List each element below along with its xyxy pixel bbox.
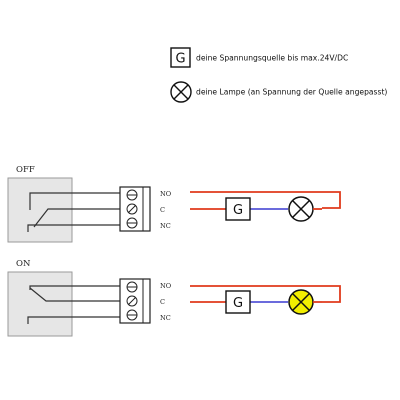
generator-symbol-box: [170, 47, 191, 68]
screw-icon: [126, 189, 138, 201]
screw-icon: [126, 309, 138, 321]
screw-icon: [126, 295, 138, 307]
screw-icon: [126, 217, 138, 229]
generator-icon: G: [175, 52, 185, 67]
terminal-label-c: C: [160, 206, 165, 214]
legend-lamp: deine Lampe (an Spannung der Quelle ange…: [170, 81, 387, 103]
wire-no: [190, 191, 341, 209]
screw-icon: [126, 281, 138, 293]
generator-icon: G: [233, 296, 243, 311]
generator-icon: G: [233, 203, 243, 218]
terminal-block: [119, 278, 151, 324]
circuit-off: OFF NO C NC: [7, 165, 341, 243]
generator-box: [225, 197, 251, 221]
relay-switch-on: [27, 285, 120, 324]
lamp-on-icon: [288, 289, 314, 315]
terminal-label-nc: NC: [160, 222, 171, 230]
terminal-label-no: NO: [160, 282, 172, 290]
legend: G deine Spannungsquelle bis max.24V/DC d…: [170, 47, 387, 103]
screw-icon: [126, 203, 138, 215]
legend-lamp-text: deine Lampe (an Spannung der Quelle ange…: [196, 88, 387, 97]
terminal-label-c: C: [160, 298, 165, 306]
legend-generator: G deine Spannungsquelle bis max.24V/DC: [170, 47, 348, 68]
generator-box: [225, 290, 251, 314]
terminal-label-no: NO: [160, 190, 172, 198]
relay-box: [7, 177, 73, 243]
wire-no: [190, 285, 341, 303]
circuit-on: ON NO C NC: [7, 259, 341, 337]
terminal-block: [119, 186, 151, 232]
relay-box: [7, 271, 73, 337]
state-label-on: ON: [16, 259, 31, 269]
terminal-label-nc: NC: [160, 314, 171, 322]
state-label-off: OFF: [16, 165, 35, 175]
legend-generator-text: deine Spannungsquelle bis max.24V/DC: [196, 54, 348, 63]
lamp-icon: [170, 81, 192, 103]
lamp-off-icon: [288, 196, 314, 222]
relay-switch-off: [27, 192, 120, 232]
